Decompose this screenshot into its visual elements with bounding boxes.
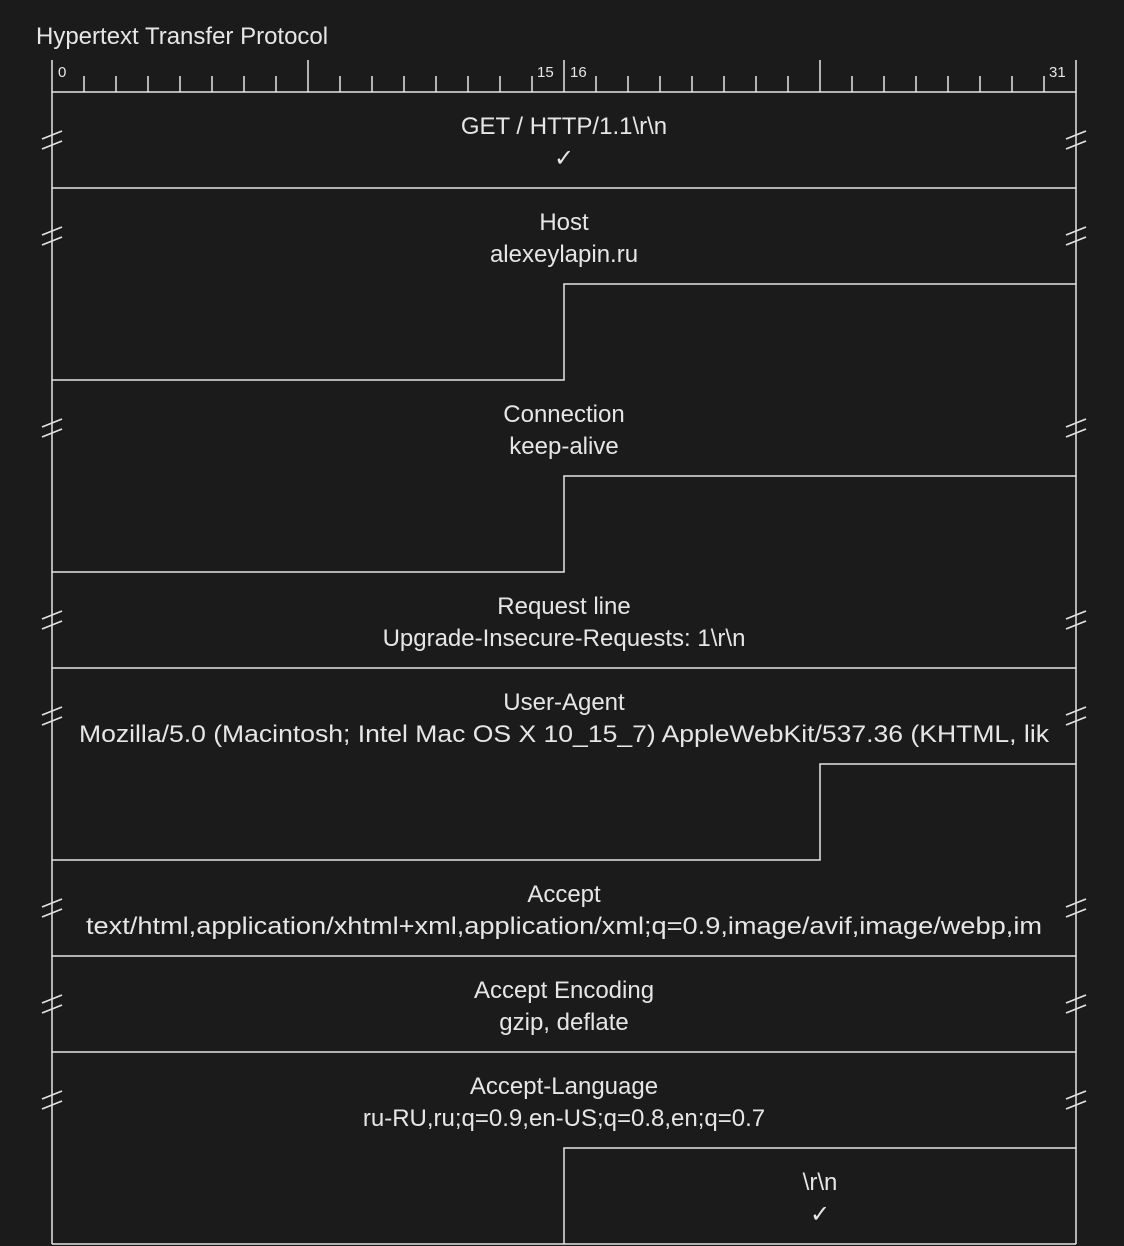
continuation-mark — [1065, 1090, 1087, 1100]
host-field-boundary — [52, 283, 1076, 381]
continuation-mark — [41, 898, 63, 908]
field-accept-language-value: ru-RU,ru;q=0.9,en-US;q=0.8,en;q=0.7 — [363, 1105, 765, 1132]
continuation-mark — [41, 140, 63, 150]
field-connection-value: keep-alive — [509, 433, 618, 460]
field-outlines — [51, 91, 1077, 1245]
continuation-mark — [1065, 428, 1087, 438]
continuation-mark — [41, 418, 63, 428]
continuation-mark — [41, 706, 63, 716]
continuation-mark — [1065, 716, 1087, 726]
bit-label-0: 0 — [58, 64, 66, 81]
continuation-mark — [41, 428, 63, 438]
continuation-mark — [1065, 140, 1087, 150]
continuation-mark — [1065, 1004, 1087, 1014]
field-host-name: Host — [539, 209, 589, 236]
field-request-line-name: GET / HTTP/1.1\r\n — [461, 113, 667, 140]
field-connection-name: Connection — [503, 401, 624, 428]
field-upgrade-name: Request line — [497, 593, 630, 620]
field-accept-value: text/html,application/xhtml+xml,applicat… — [86, 913, 1042, 940]
field-host-value: alexeylapin.ru — [490, 241, 638, 268]
field-accept-name: Accept — [527, 881, 601, 908]
bit-label-31: 31 — [1049, 64, 1066, 81]
bit-label-15: 15 — [537, 64, 554, 81]
continuation-mark — [1065, 994, 1087, 1004]
continuation-mark — [1065, 908, 1087, 918]
connection-field-boundary — [52, 475, 1076, 573]
continuation-mark — [41, 130, 63, 140]
continuation-mark — [41, 226, 63, 236]
continuation-mark — [41, 1100, 63, 1110]
accept-language-field-boundary — [563, 1147, 1076, 1244]
continuation-mark — [41, 620, 63, 630]
continuation-mark — [41, 610, 63, 620]
continuation-mark — [1065, 226, 1087, 236]
continuation-mark — [1065, 610, 1087, 620]
continuation-mark — [1065, 1100, 1087, 1110]
continuation-mark — [41, 236, 63, 246]
diagram-title: Hypertext Transfer Protocol — [36, 23, 328, 50]
check-icon: ✓ — [810, 1201, 830, 1228]
field-terminator-name: \r\n — [803, 1169, 838, 1196]
continuation-mark — [41, 716, 63, 726]
field-upgrade-value: Upgrade-Insecure-Requests: 1\r\n — [383, 625, 746, 652]
field-accept-encoding-name: Accept Encoding — [474, 977, 654, 1004]
continuation-mark — [1065, 236, 1087, 246]
field-user-agent-value: Mozilla/5.0 (Macintosh; Intel Mac OS X 1… — [79, 721, 1050, 748]
continuation-mark — [1065, 898, 1087, 908]
user-agent-field-boundary — [52, 763, 1076, 861]
continuation-mark — [41, 1090, 63, 1100]
field-accept-encoding-value: gzip, deflate — [499, 1009, 628, 1036]
continuation-mark — [1065, 620, 1087, 630]
field-user-agent-name: User-Agent — [503, 689, 625, 716]
continuation-mark — [1065, 418, 1087, 428]
field-accept-language-name: Accept-Language — [470, 1073, 658, 1100]
continuation-marks — [41, 130, 1087, 1110]
continuation-mark — [1065, 706, 1087, 716]
check-icon: ✓ — [554, 145, 574, 172]
bit-ruler — [51, 60, 1077, 92]
continuation-mark — [1065, 130, 1087, 140]
bit-label-16: 16 — [570, 64, 587, 81]
continuation-mark — [41, 1004, 63, 1014]
continuation-mark — [41, 908, 63, 918]
continuation-mark — [41, 994, 63, 1004]
